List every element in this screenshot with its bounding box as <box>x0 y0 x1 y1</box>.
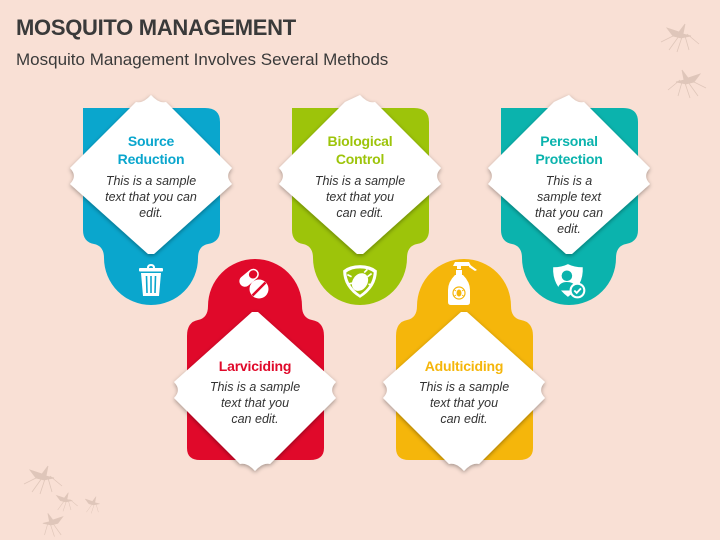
card-shape <box>383 259 545 471</box>
mosquito-icon <box>667 69 707 99</box>
mosquito-icon <box>42 513 64 537</box>
card-shape <box>70 95 232 305</box>
bug-shield-icon <box>343 265 377 298</box>
card-heading: Larviciding <box>218 358 292 374</box>
trash-bin-icon <box>139 264 163 296</box>
card-shape <box>488 95 650 305</box>
card-shape <box>279 95 441 305</box>
mosquito-icon <box>23 465 63 495</box>
user-shield-check-icon <box>553 264 586 299</box>
mosquito-icon <box>660 23 700 53</box>
page-subtitle: Mosquito Management Involves Several Met… <box>16 50 389 69</box>
pills-capsule-icon <box>239 268 269 299</box>
mosquito-icon <box>55 492 78 512</box>
spray-bottle-icon <box>448 262 477 305</box>
page-title: MOSQUITO MANAGEMENT <box>16 15 296 40</box>
mosquito-icon <box>84 496 100 514</box>
card-heading: Adulticiding <box>424 358 504 374</box>
card-shape <box>174 259 336 471</box>
